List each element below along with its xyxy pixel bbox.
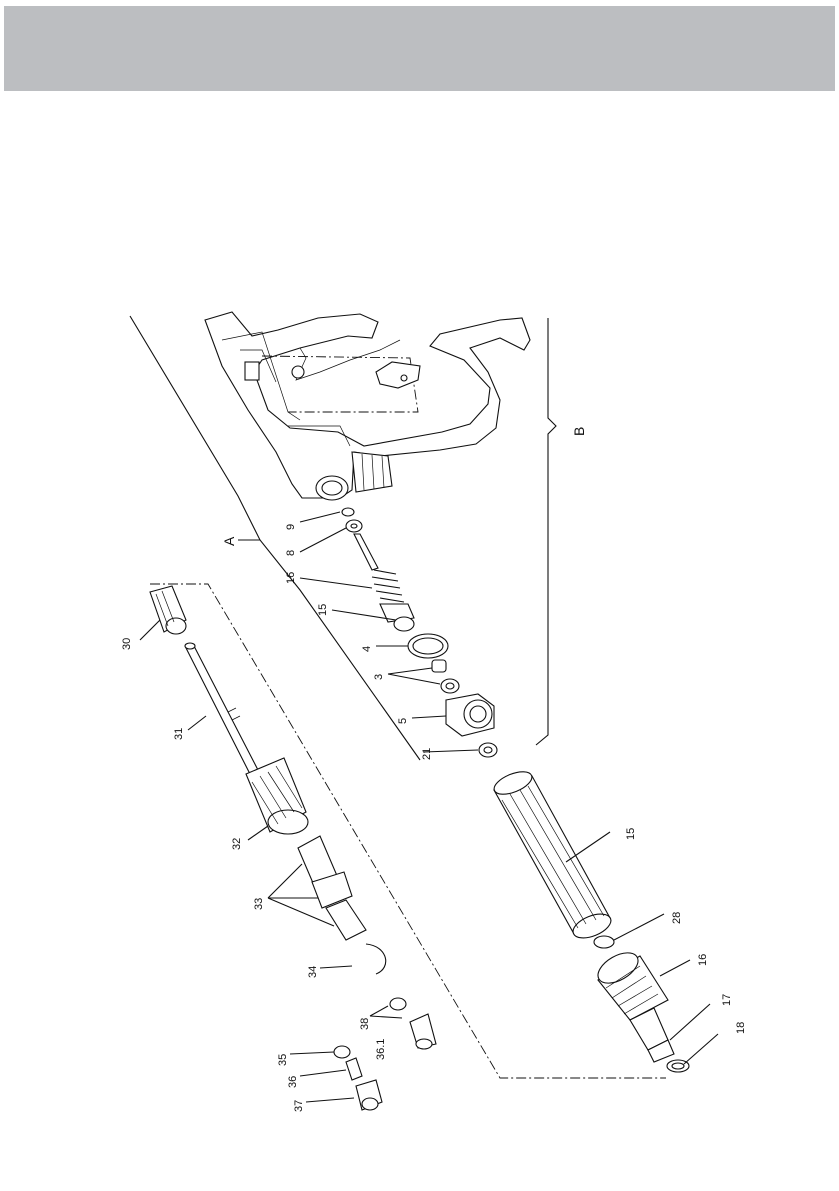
callout-17: 17	[721, 994, 733, 1006]
trigger-gun-handle	[205, 312, 530, 500]
callout-38: 38	[359, 1018, 371, 1030]
callout-5: 5	[397, 718, 409, 724]
callout-8: 8	[285, 550, 297, 556]
nozzle-parts	[150, 586, 436, 1110]
assembly-line	[150, 584, 666, 1078]
group-a-bracket	[130, 316, 420, 760]
valve-parts	[342, 508, 497, 757]
callout-15b: 15	[625, 828, 637, 840]
callout-36: 36	[287, 1076, 299, 1088]
callout-33: 33	[253, 898, 265, 910]
callout-18: 18	[735, 1022, 747, 1034]
callout-16a: 16	[285, 572, 297, 584]
callout-28: 28	[671, 912, 683, 924]
group-b-label: B	[571, 427, 587, 436]
callout-3: 3	[373, 674, 385, 680]
callout-35: 35	[277, 1054, 289, 1066]
callout-37: 37	[293, 1100, 305, 1112]
callout-36-1: 36.1	[375, 1039, 387, 1060]
callout-32: 32	[231, 838, 243, 850]
lance-grip	[491, 767, 614, 948]
lower-coupling	[593, 947, 689, 1072]
callout-31: 31	[173, 728, 185, 740]
callout-15a: 15	[317, 604, 329, 616]
callout-4: 4	[361, 646, 373, 652]
callout-30: 30	[121, 638, 133, 650]
callout-34: 34	[307, 966, 319, 978]
callout-16b: 16	[697, 954, 709, 966]
group-b-bracket	[536, 318, 556, 745]
callout-9: 9	[285, 524, 297, 530]
callout-21: 21	[421, 748, 433, 760]
group-a-label: A	[221, 536, 237, 546]
